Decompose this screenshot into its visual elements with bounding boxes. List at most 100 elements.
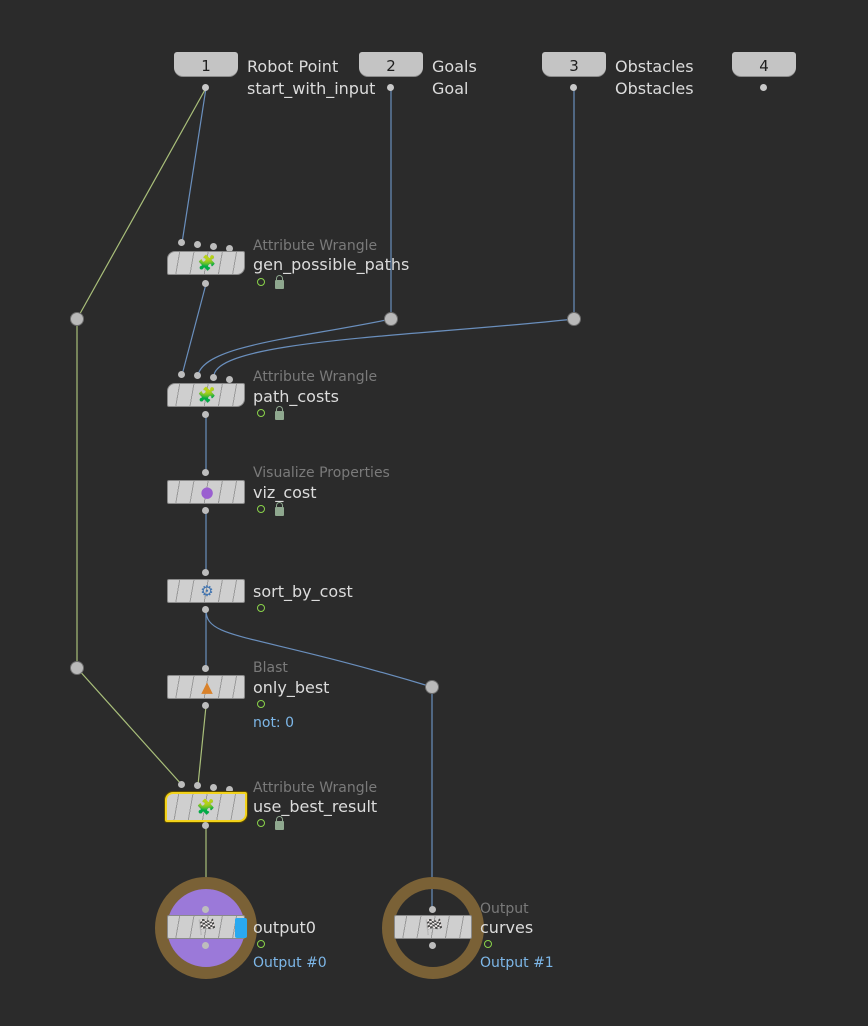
output-port[interactable]	[202, 606, 209, 613]
lock-icon	[275, 816, 284, 830]
input-port[interactable]	[194, 782, 201, 789]
input-port[interactable]	[178, 371, 185, 378]
output-port[interactable]	[202, 702, 209, 709]
lock-icon	[275, 406, 284, 420]
wrangle-icon: 🧩	[196, 798, 216, 816]
node-name-label: path_costs	[253, 387, 339, 406]
input-number: 2	[386, 57, 396, 75]
node-info-label: not: 0	[253, 715, 295, 731]
wire	[181, 87, 207, 244]
output-port[interactable]	[202, 411, 209, 418]
output-port[interactable]	[202, 942, 209, 949]
wire	[181, 283, 207, 376]
input-port[interactable]	[226, 376, 233, 383]
node-only-best[interactable]: ▲	[167, 675, 245, 699]
node-type-label: Visualize Properties	[253, 465, 390, 481]
input-port[interactable]	[202, 469, 209, 476]
input-2-output-port[interactable]	[387, 84, 394, 91]
input-3-name: Obstacles	[615, 57, 694, 76]
node-type-label: Attribute Wrangle	[253, 369, 378, 385]
node-type-label: Attribute Wrangle	[253, 780, 378, 796]
input-number: 4	[759, 57, 769, 75]
input-port[interactable]	[178, 781, 185, 788]
output-port[interactable]	[429, 942, 436, 949]
node-info-label: Output #0	[253, 955, 327, 971]
input-port[interactable]	[210, 784, 217, 791]
clock-icon	[257, 409, 265, 417]
input-port[interactable]	[202, 569, 209, 576]
clock-icon	[257, 819, 265, 827]
input-port[interactable]	[202, 906, 209, 913]
node-name-label: use_best_result	[253, 797, 378, 816]
node-gen-possible-paths[interactable]: 🧩	[167, 251, 245, 275]
input-1-name: Robot Point	[247, 57, 339, 76]
lock-icon	[275, 275, 284, 289]
node-type-label: Output	[480, 901, 529, 917]
node-viz-cost[interactable]: ●	[167, 480, 245, 504]
output-port[interactable]	[202, 507, 209, 514]
node-type-label: Attribute Wrangle	[253, 238, 378, 254]
wire	[197, 705, 207, 786]
node-type-label: Blast	[253, 660, 288, 676]
node-path-costs[interactable]: 🧩	[167, 383, 245, 407]
input-number: 1	[201, 57, 211, 75]
clock-icon	[257, 604, 265, 612]
wrangle-icon: 🧩	[197, 254, 217, 272]
clock-icon	[257, 278, 265, 286]
node-output0[interactable]: 🏁	[167, 915, 247, 939]
input-3-value: Obstacles	[615, 79, 694, 98]
node-info-label: Output #1	[480, 955, 554, 971]
reroute-dot[interactable]	[70, 661, 84, 675]
clock-icon	[257, 505, 265, 513]
node-name-label: output0	[253, 918, 316, 937]
reroute-dot[interactable]	[70, 312, 84, 326]
reroute-dot[interactable]	[567, 312, 581, 326]
output-port[interactable]	[202, 822, 209, 829]
input-4-output-port[interactable]	[760, 84, 767, 91]
wire	[205, 609, 433, 688]
visualize-icon: ●	[200, 483, 214, 501]
node-sort-by-cost[interactable]: ⚙	[167, 579, 245, 603]
input-port[interactable]	[429, 906, 436, 913]
clock-icon	[484, 940, 492, 948]
subnet-input-2[interactable]: 2	[359, 52, 423, 76]
input-port[interactable]	[202, 665, 209, 672]
clock-icon	[257, 700, 265, 708]
node-curves[interactable]: 🏁	[394, 915, 472, 939]
clock-icon	[257, 940, 265, 948]
output-port[interactable]	[202, 280, 209, 287]
subnet-input-3[interactable]: 3	[542, 52, 606, 76]
lock-icon	[275, 502, 284, 516]
input-port[interactable]	[226, 786, 233, 793]
input-port[interactable]	[194, 241, 201, 248]
node-name-label: curves	[480, 918, 534, 937]
input-port[interactable]	[178, 239, 185, 246]
input-2-name: Goals	[432, 57, 477, 76]
subnet-input-1[interactable]: 1	[174, 52, 238, 76]
input-port[interactable]	[226, 245, 233, 252]
output-flag-icon: 🏁	[197, 918, 217, 936]
input-1-value: start_with_input	[247, 79, 376, 98]
wire	[76, 87, 207, 320]
node-use-best-result[interactable]: 🧩	[165, 792, 247, 822]
wire	[213, 318, 575, 376]
input-1-output-port[interactable]	[202, 84, 209, 91]
output-flag-icon: 🏁	[424, 918, 444, 936]
node-name-label: viz_cost	[253, 483, 317, 502]
wire	[197, 318, 392, 376]
wire	[76, 667, 183, 786]
input-port[interactable]	[194, 372, 201, 379]
subnet-input-4[interactable]: 4	[732, 52, 796, 76]
display-flag-icon[interactable]	[235, 918, 247, 938]
input-port[interactable]	[210, 374, 217, 381]
node-name-label: sort_by_cost	[253, 582, 353, 601]
node-name-label: only_best	[253, 678, 330, 697]
reroute-dot[interactable]	[384, 312, 398, 326]
input-2-value: Goal	[432, 79, 469, 98]
input-number: 3	[569, 57, 579, 75]
reroute-dot[interactable]	[425, 680, 439, 694]
blast-icon: ▲	[201, 678, 213, 696]
input-port[interactable]	[210, 243, 217, 250]
input-3-output-port[interactable]	[570, 84, 577, 91]
